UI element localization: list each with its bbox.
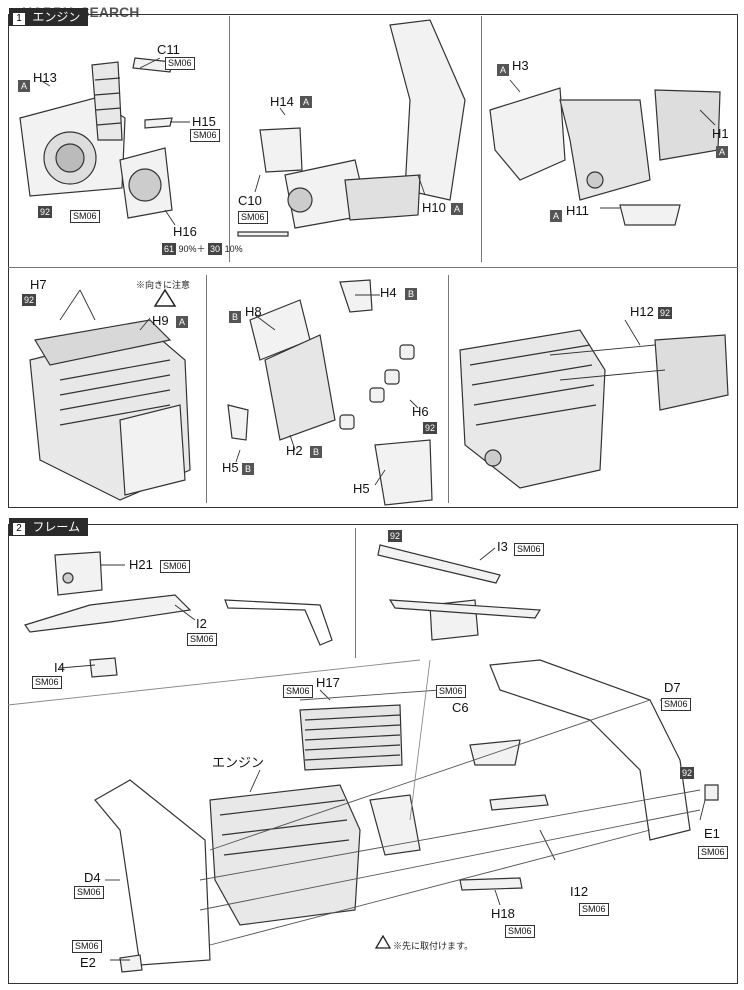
tag-c11-sm06: SM06 xyxy=(165,57,195,70)
badge-h11-a: A xyxy=(550,210,562,222)
label-c10: C10 xyxy=(238,193,262,208)
label-i2: I2 xyxy=(196,616,207,631)
attach-first-note: ※先に取付けます。 xyxy=(393,941,474,951)
tag-c6-sm06: SM06 xyxy=(436,685,466,698)
section-1-title: エンジン xyxy=(32,10,81,24)
tag-h15-sm06: SM06 xyxy=(190,129,220,142)
tag-i3-sm06: SM06 xyxy=(514,543,544,556)
badge-h4-b: B xyxy=(405,288,417,300)
label-h13: H13 xyxy=(33,70,57,85)
section-2-header: 2 フレーム xyxy=(9,518,88,536)
label-h21: H21 xyxy=(129,557,153,572)
tag-h18-sm06: SM06 xyxy=(505,925,535,938)
divider-v2 xyxy=(481,16,482,262)
badge-h13-a: A xyxy=(18,80,30,92)
label-h4: H4 xyxy=(380,285,397,300)
badge-h1-a: A xyxy=(716,146,728,158)
badge-h12-92: 92 xyxy=(658,307,672,319)
section-2-title: フレーム xyxy=(32,520,80,534)
label-h16: H16 xyxy=(173,224,197,239)
label-i12: I12 xyxy=(570,884,589,899)
section-2-frame xyxy=(8,524,738,984)
badge-h10-a: A xyxy=(451,203,463,215)
tag-d7-sm06: SM06 xyxy=(661,698,691,711)
badge-h14-a: A xyxy=(300,96,312,108)
tag-h17-sm06: SM06 xyxy=(283,685,313,698)
tag-i2-sm06: SM06 xyxy=(187,633,217,646)
ratio-text-2: 10% xyxy=(224,244,243,254)
badge-h9-a: A xyxy=(176,316,188,328)
tag-h21-sm06: SM06 xyxy=(160,560,190,573)
badge-30: 30 xyxy=(208,243,223,255)
label-h3: H3 xyxy=(512,58,529,73)
label-c6: C6 xyxy=(452,700,469,715)
divider-v3 xyxy=(206,275,207,503)
paint-ratio: 61 90%＋ 30 10% xyxy=(162,242,243,255)
ratio-text: 90%＋ xyxy=(178,244,206,254)
label-d7: D7 xyxy=(664,680,681,695)
label-c11: C11 xyxy=(157,42,180,57)
section-1-header: 1 エンジン xyxy=(9,8,89,26)
badge-h5-b: B xyxy=(242,463,254,475)
label-h6: H6 xyxy=(412,404,429,419)
section-1-frame xyxy=(8,14,738,508)
label-h2: H2 xyxy=(286,443,303,458)
badge-h7-92: 92 xyxy=(22,294,36,306)
orientation-note: ※向きに注意 xyxy=(136,280,191,290)
watermark-search: SEARCH xyxy=(80,4,140,20)
label-h5-left: H5 xyxy=(222,460,239,475)
divider-v5 xyxy=(355,528,356,658)
badge-61: 61 xyxy=(162,243,176,255)
divider-v1 xyxy=(229,16,230,262)
tag-d4-sm06: SM06 xyxy=(74,886,104,899)
divider-h xyxy=(8,267,738,268)
badge-frame-92: 92 xyxy=(680,767,694,779)
label-h15: H15 xyxy=(192,114,216,129)
label-h9: H9 xyxy=(152,313,169,328)
label-h11: H11 xyxy=(566,203,589,218)
label-e2: E2 xyxy=(80,955,96,970)
badge-h13-92: 92 xyxy=(38,206,52,218)
section-2-number: 2 xyxy=(13,523,25,535)
badge-h8-b: B xyxy=(229,311,241,323)
badge-i3-92: 92 xyxy=(388,530,402,542)
label-h12: H12 xyxy=(630,304,654,319)
tag-e1-sm06: SM06 xyxy=(698,846,728,859)
label-i3: I3 xyxy=(497,539,508,554)
tag-h13-sm06: SM06 xyxy=(70,210,100,223)
tag-i4-sm06: SM06 xyxy=(32,676,62,689)
badge-h6-92: 92 xyxy=(423,422,437,434)
label-e1: E1 xyxy=(704,826,720,841)
label-h14: H14 xyxy=(270,94,294,109)
label-h17: H17 xyxy=(316,675,340,690)
label-h18: H18 xyxy=(491,906,515,921)
label-h1: H1 xyxy=(712,126,729,141)
badge-h3-a: A xyxy=(497,64,509,76)
tag-c10-sm06: SM06 xyxy=(238,211,268,224)
label-h8: H8 xyxy=(245,304,262,319)
tag-i12-sm06: SM06 xyxy=(579,903,609,916)
tag-e2-sm06: SM06 xyxy=(72,940,102,953)
label-d4: D4 xyxy=(84,870,101,885)
label-h10: H10 xyxy=(422,200,446,215)
section-1-number: 1 xyxy=(13,13,25,25)
label-i4: I4 xyxy=(54,660,65,675)
divider-v4 xyxy=(448,275,449,503)
label-engine: エンジン xyxy=(212,755,265,770)
badge-h2-b: B xyxy=(310,446,322,458)
label-h5-right: H5 xyxy=(353,481,370,496)
label-h7: H7 xyxy=(30,277,47,292)
